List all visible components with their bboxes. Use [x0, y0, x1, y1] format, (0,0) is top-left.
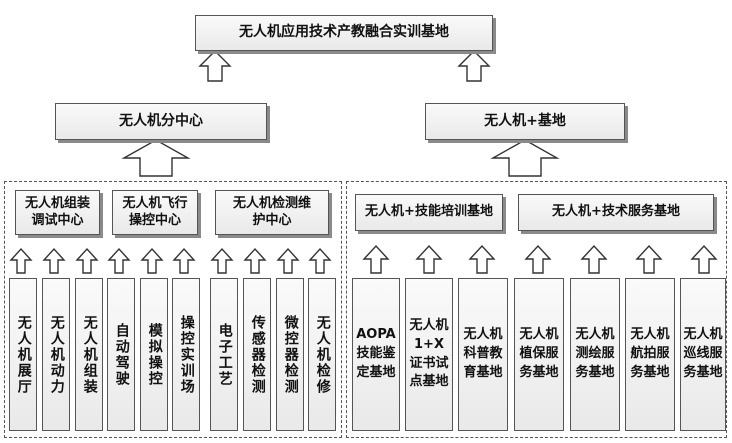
arrow-right-group-to-center [490, 139, 560, 177]
arrow-item-10 [362, 244, 390, 274]
left-group-title-0: 无人机组装调试中心 [15, 190, 100, 235]
arrow-item-7 [243, 247, 267, 274]
right-group-container [346, 181, 727, 438]
right-item-1: 无人机1+X证书试点基地 [405, 278, 453, 431]
arrow-item-4 [140, 247, 164, 274]
right-item-2: 无人机科普教育基地 [458, 278, 508, 431]
left-item-1: 无人机动力 [42, 278, 70, 431]
left-item-4: 模拟操控 [140, 278, 168, 431]
left-item-2: 无人机组装 [75, 278, 103, 431]
left-item-6: 电子工艺 [210, 278, 238, 431]
right-item-5: 无人机航拍服务基地 [625, 278, 675, 431]
arrow-item-6 [210, 247, 234, 274]
right-center-node: 无人机+基地 [425, 103, 625, 140]
arrow-left-group-to-center [121, 139, 191, 177]
left-group-title-1: 无人机飞行操控中心 [112, 190, 198, 235]
arrow-item-11 [415, 244, 443, 274]
arrow-item-14 [580, 244, 608, 274]
left-item-9: 无人机检修 [308, 278, 336, 431]
left-group-title-2: 无人机检测维护中心 [215, 190, 329, 235]
right-item-3: 无人机植保服务基地 [514, 278, 564, 431]
left-item-7: 传感器检测 [243, 278, 271, 431]
right-group-title-0: 无人机+技能培训基地 [355, 194, 503, 231]
arrow-item-13 [524, 244, 552, 274]
arrow-right-center-to-top [457, 50, 491, 82]
arrow-item-3 [107, 247, 131, 274]
arrow-item-16 [690, 244, 718, 274]
left-group-container [4, 181, 342, 438]
arrow-item-8 [276, 247, 300, 274]
arrow-item-5 [172, 247, 196, 274]
right-item-6: 无人机巡线服务基地 [680, 278, 726, 431]
arrow-item-15 [635, 244, 663, 274]
arrow-item-1 [42, 247, 66, 274]
top-node: 无人机应用技术产教融合实训基地 [195, 15, 493, 51]
right-group-title-1: 无人机+技术服务基地 [518, 194, 714, 231]
left-item-8: 微控器检测 [276, 278, 304, 431]
arrow-left-center-to-top [198, 50, 232, 82]
arrow-item-12 [468, 244, 496, 274]
left-item-0: 无人机展厅 [9, 278, 37, 431]
arrow-item-9 [308, 247, 332, 274]
arrow-item-2 [75, 247, 99, 274]
left-center-node: 无人机分中心 [55, 103, 267, 140]
left-item-3: 自动驾驶 [107, 278, 135, 431]
right-item-4: 无人机测绘服务基地 [570, 278, 620, 431]
arrow-item-0 [9, 247, 33, 274]
left-item-5: 操控实训场 [172, 278, 200, 431]
right-item-0: AOPA技能鉴定基地 [352, 278, 400, 431]
